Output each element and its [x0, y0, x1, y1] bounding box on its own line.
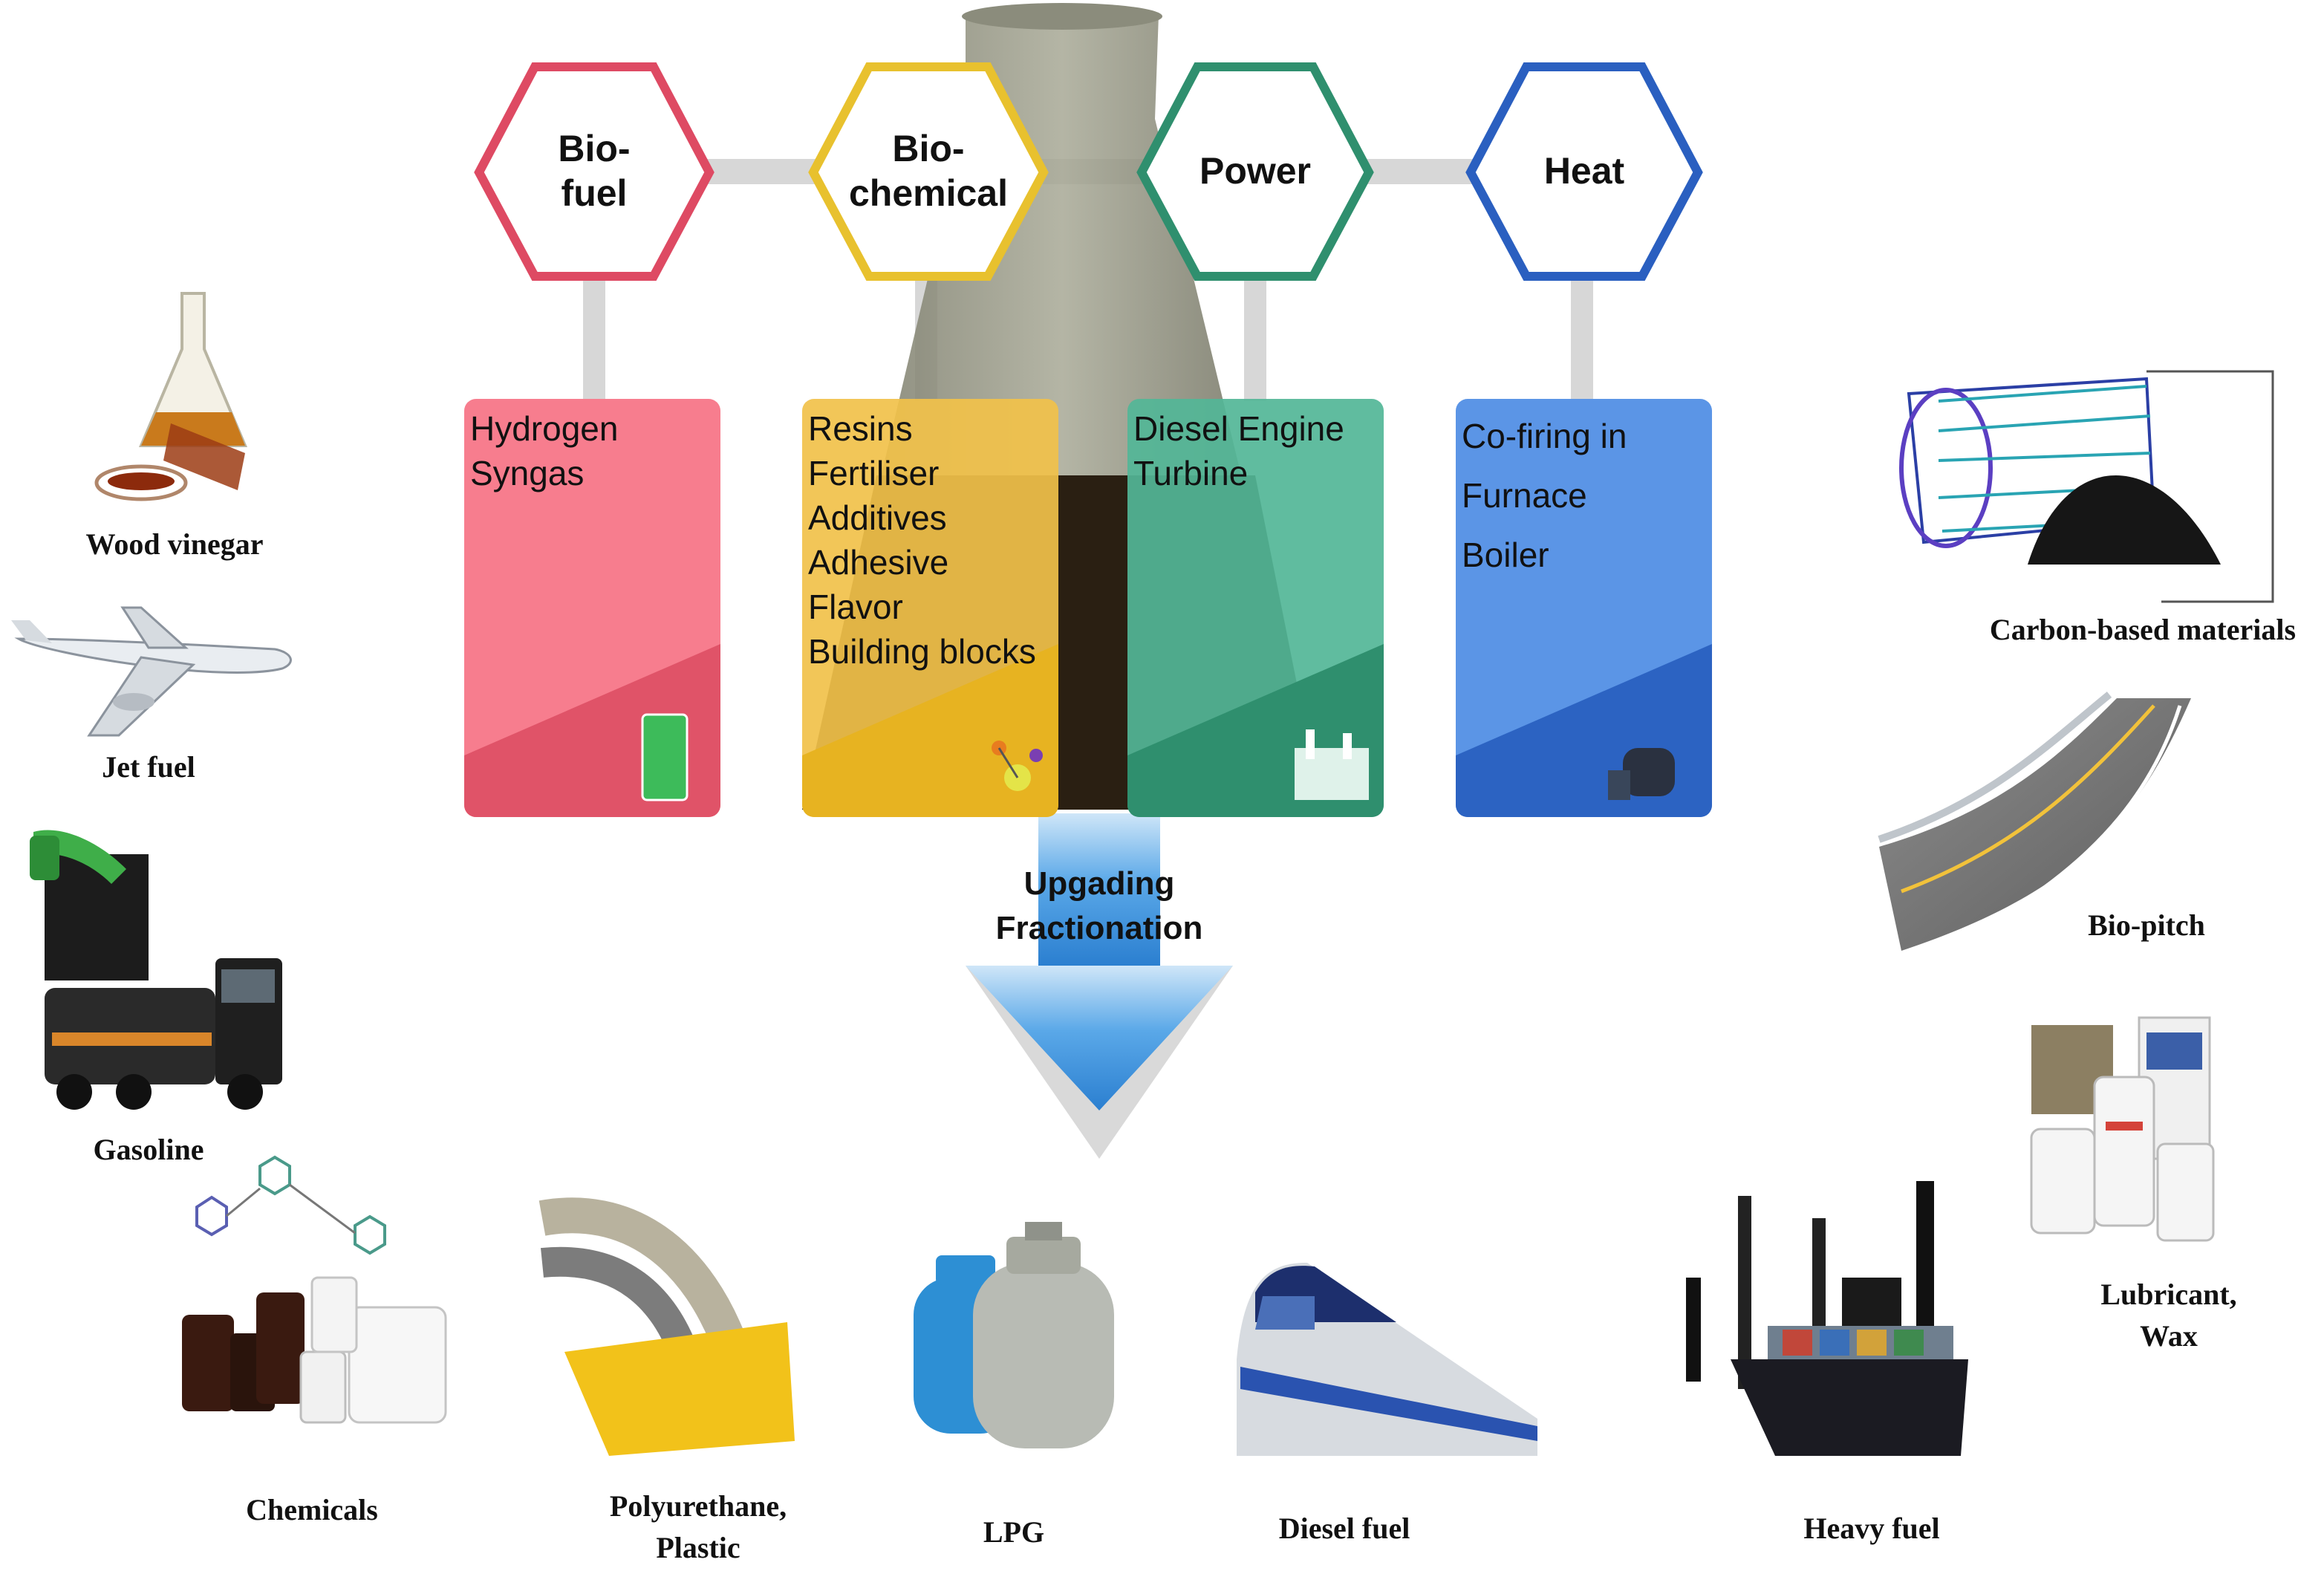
hexagon-power-label: Power	[1199, 150, 1312, 192]
hexagon-biochemical-label: Bio-chemical	[848, 128, 1008, 214]
hexagon-heat-label: Heat	[1543, 150, 1625, 192]
card-item: Adhesive	[808, 543, 949, 582]
label-lpg: LPG	[983, 1515, 1045, 1549]
ship-image	[1686, 1181, 1968, 1456]
hexagon-power	[1136, 62, 1374, 281]
label-heavy-fuel: Heavy fuel	[1803, 1512, 1940, 1545]
bio-pitch-road-image	[1878, 692, 2191, 951]
card-item: Additives	[808, 498, 947, 537]
label-diesel-fuel: Diesel fuel	[1278, 1512, 1410, 1545]
card-item: Hydrogen	[470, 409, 619, 448]
hexagon-biofuel-label: Bio-fuel	[558, 128, 631, 214]
wood-vinegar-image	[94, 292, 248, 501]
molecule-icon	[992, 741, 1043, 791]
card-item: Building blocks	[808, 632, 1036, 671]
fuel-pump-icon	[641, 713, 689, 801]
hexagon-biofuel	[474, 62, 715, 281]
stem-power	[1244, 275, 1266, 401]
lubricant-bottles-image	[2030, 1016, 2215, 1242]
card-heat: Co-firing in Furnace Boiler	[1456, 399, 1712, 817]
gasoline-truck-image	[30, 830, 282, 1110]
label-lubricant-wax: Lubricant,Wax	[2100, 1278, 2237, 1353]
lpg-cylinder-image	[914, 1222, 1114, 1448]
diesel-train-image	[1237, 1263, 1537, 1456]
card-item: Furnace	[1462, 476, 1587, 515]
card-item: Turbine	[1133, 454, 1249, 492]
label-polyurethane: Polyurethane,Plastic	[609, 1489, 787, 1564]
label-chemicals: Chemicals	[246, 1493, 378, 1526]
boiler-icon	[1608, 748, 1675, 800]
label-carbon-materials: Carbon-based materials	[1989, 613, 2297, 646]
label-wood-vinegar: Wood vinegar	[85, 527, 264, 561]
hexagon-heat	[1465, 62, 1703, 281]
stem-heat	[1571, 275, 1593, 401]
card-item: Diesel Engine	[1133, 409, 1344, 448]
card-biofuel: Hydrogen Syngas	[464, 399, 720, 817]
down-arrow-icon	[966, 813, 1233, 1159]
card-item: Syngas	[470, 454, 585, 492]
jet-image	[11, 606, 292, 737]
carbon-materials-image	[1899, 370, 2274, 603]
card-item: Boiler	[1462, 536, 1549, 574]
card-item: Flavor	[808, 588, 903, 626]
hexagon-biochemical	[808, 62, 1049, 281]
stem-biofuel	[583, 275, 605, 401]
card-biochemical: Resins Fertiliser Additives Adhesive Fla…	[802, 399, 1058, 817]
label-bio-pitch: Bio-pitch	[2088, 908, 2205, 942]
card-item: Resins	[808, 409, 913, 448]
label-jet-fuel: Jet fuel	[102, 750, 195, 784]
card-item: Co-firing in	[1462, 417, 1627, 455]
card-item: Fertiliser	[808, 454, 940, 492]
label-gasoline: Gasoline	[93, 1133, 204, 1166]
chemicals-image	[182, 1155, 447, 1424]
power-plant-icon	[1295, 729, 1369, 800]
polyurethane-image	[538, 1197, 795, 1456]
card-power: Diesel Engine Turbine	[1127, 399, 1384, 817]
